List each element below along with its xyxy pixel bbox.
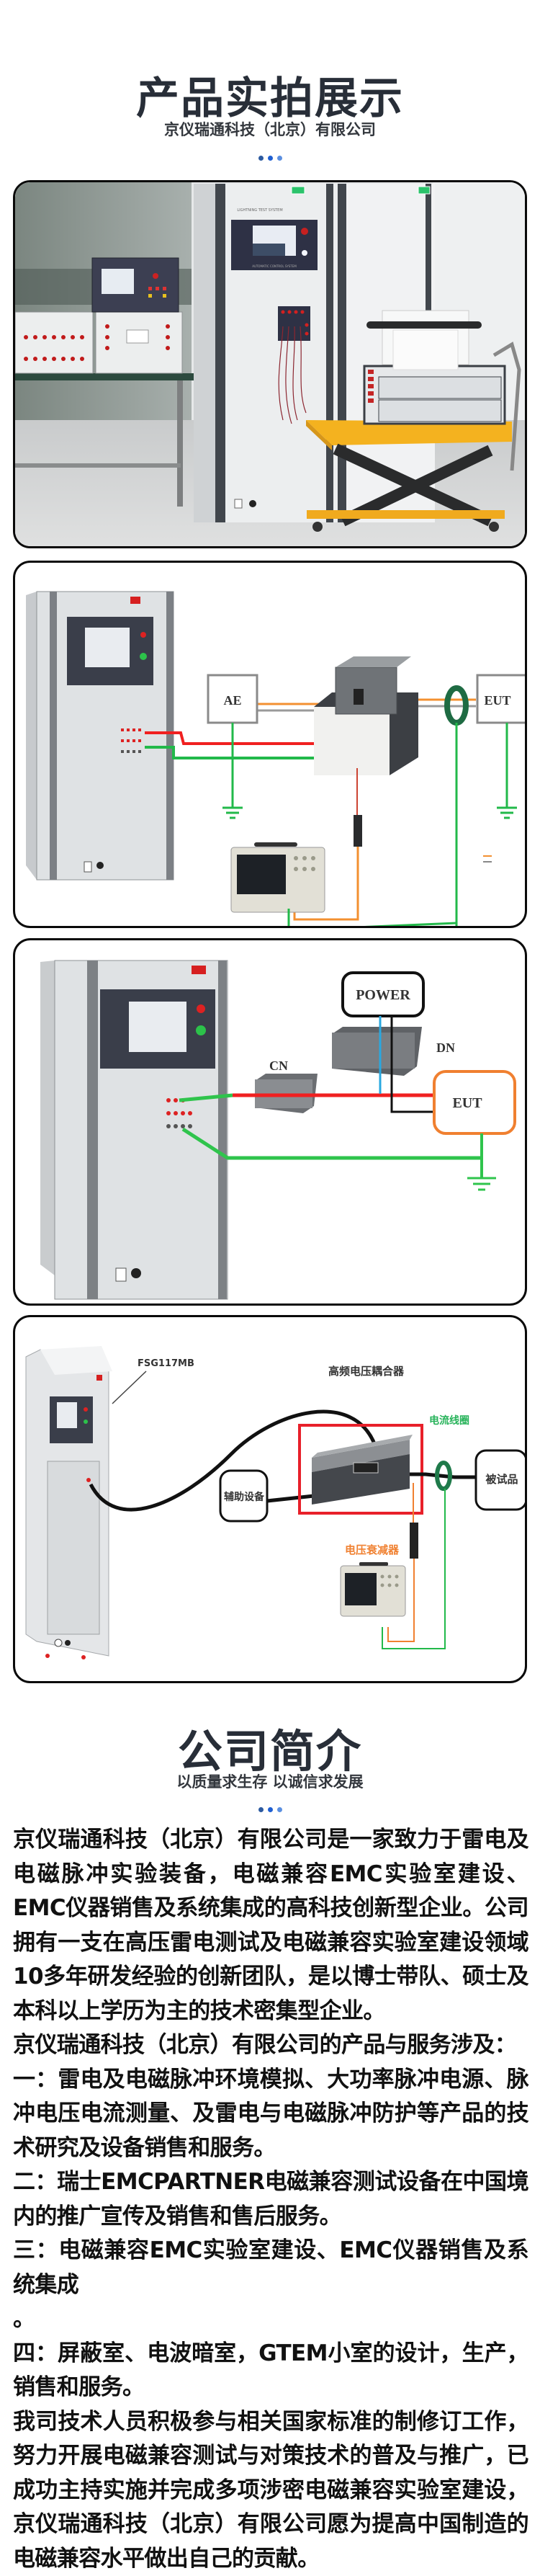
eut-label: EUT	[452, 1095, 482, 1111]
aux-label: 辅助设备	[224, 1491, 265, 1503]
intro-paragraph: 京仪瑞通科技（北京）有限公司是一家致力于雷电及电磁脉冲实验装备，电磁兼容EMC实…	[13, 1823, 528, 2028]
surge-diagram-card: AE EUT	[13, 561, 527, 928]
coupling-decoupling-device	[314, 656, 418, 775]
divider-dot	[258, 156, 264, 161]
divider-dot	[277, 1807, 282, 1812]
service-item-1: 一：雷电及电磁脉冲环境模拟、大功率脉冲电源、脉冲电压电流测量、及雷电与电磁脉冲防…	[13, 2063, 528, 2166]
closing-paragraph: 我司技术人员积极参与相关国家标准的制修订工作，努力开展电磁兼容测试与对策技术的普…	[13, 2405, 528, 2576]
cn-label: CN	[269, 1059, 288, 1073]
coupler-label: 高频电压耦合器	[328, 1365, 405, 1378]
products-dots-divider	[0, 156, 540, 161]
cabinet-heading: LIGHTNING TEST SYSTEM	[237, 208, 282, 213]
oscilloscope	[231, 842, 325, 912]
products-subtitle: 京仪瑞通科技（北京）有限公司	[0, 118, 540, 140]
power-label: POWER	[356, 987, 410, 1003]
surge-generator-cabinet	[40, 961, 228, 1299]
emergency-stop-button	[301, 228, 308, 235]
hf-coupler-diagram: FSG117MB 高频电压耦合器 辅助设备 电流线圈 被试品 电压衰减器	[15, 1317, 525, 1681]
fsg117mb-cabinet	[26, 1346, 112, 1659]
products-title: 产品实拍展示	[0, 63, 540, 126]
bench-top	[15, 373, 195, 380]
company-slogan: 以质量求生存 以诚信求发展	[0, 1770, 540, 1792]
service-item-3: 三：电磁兼容EMC实验室建设、EMC仪器销售及系统集成	[13, 2234, 528, 2302]
panel-caption: AUTOMATIC CONTROL SYSTEM	[252, 264, 297, 268]
service-item-2: 二：瑞士EMCPARTNER电磁兼容测试设备在中国境内的推广宣传及销售和售后服务…	[13, 2165, 528, 2234]
decoupling-network-box	[332, 1027, 422, 1076]
divider-dot	[268, 156, 273, 161]
eut-label: 被试品	[485, 1473, 518, 1486]
current-coil-label: 电流线圈	[429, 1414, 469, 1427]
cdn-connection-diagram: POWER DN CN EUT	[15, 940, 525, 1303]
divider-dot	[268, 1807, 273, 1812]
lab-photo: LIGHTNING TEST SYSTEM AUTOMATIC CONTROL …	[15, 182, 525, 546]
dn-label: DN	[436, 1040, 455, 1055]
attenuator-label: 电压衰减器	[345, 1543, 400, 1556]
services-heading: 京仪瑞通科技（北京）有限公司的产品与服务涉及：	[13, 2028, 528, 2063]
company-description: 京仪瑞通科技（北京）有限公司是一家致力于雷电及电磁脉冲实验装备，电磁兼容EMC实…	[13, 1823, 528, 2576]
oscilloscope	[341, 1562, 405, 1616]
service-item-3-period: 。	[13, 2302, 528, 2337]
voltage-probe	[354, 815, 362, 847]
surge-generator-cabinet	[26, 592, 174, 880]
service-item-4: 四：屏蔽室、电波暗室，GTEM小室的设计，生产，销售和服务。	[13, 2337, 528, 2405]
generator-label: FSG117MB	[138, 1358, 194, 1369]
voltage-attenuator	[410, 1523, 418, 1559]
company-dots-divider	[0, 1807, 540, 1812]
ae-label: AE	[223, 693, 241, 708]
product-photo-card: LIGHTNING TEST SYSTEM AUTOMATIC CONTROL …	[13, 180, 527, 548]
fsg-diagram-card: FSG117MB 高频电压耦合器 辅助设备 电流线圈 被试品 电压衰减器	[13, 1315, 527, 1683]
surge-connection-diagram: AE EUT	[15, 563, 525, 926]
cdn-diagram-card: POWER DN CN EUT	[13, 938, 527, 1306]
eut-label: EUT	[484, 693, 510, 708]
hf-voltage-coupler	[312, 1435, 413, 1505]
divider-dot	[277, 156, 282, 161]
switch-box-instrument	[15, 312, 93, 373]
divider-dot	[258, 1807, 264, 1812]
